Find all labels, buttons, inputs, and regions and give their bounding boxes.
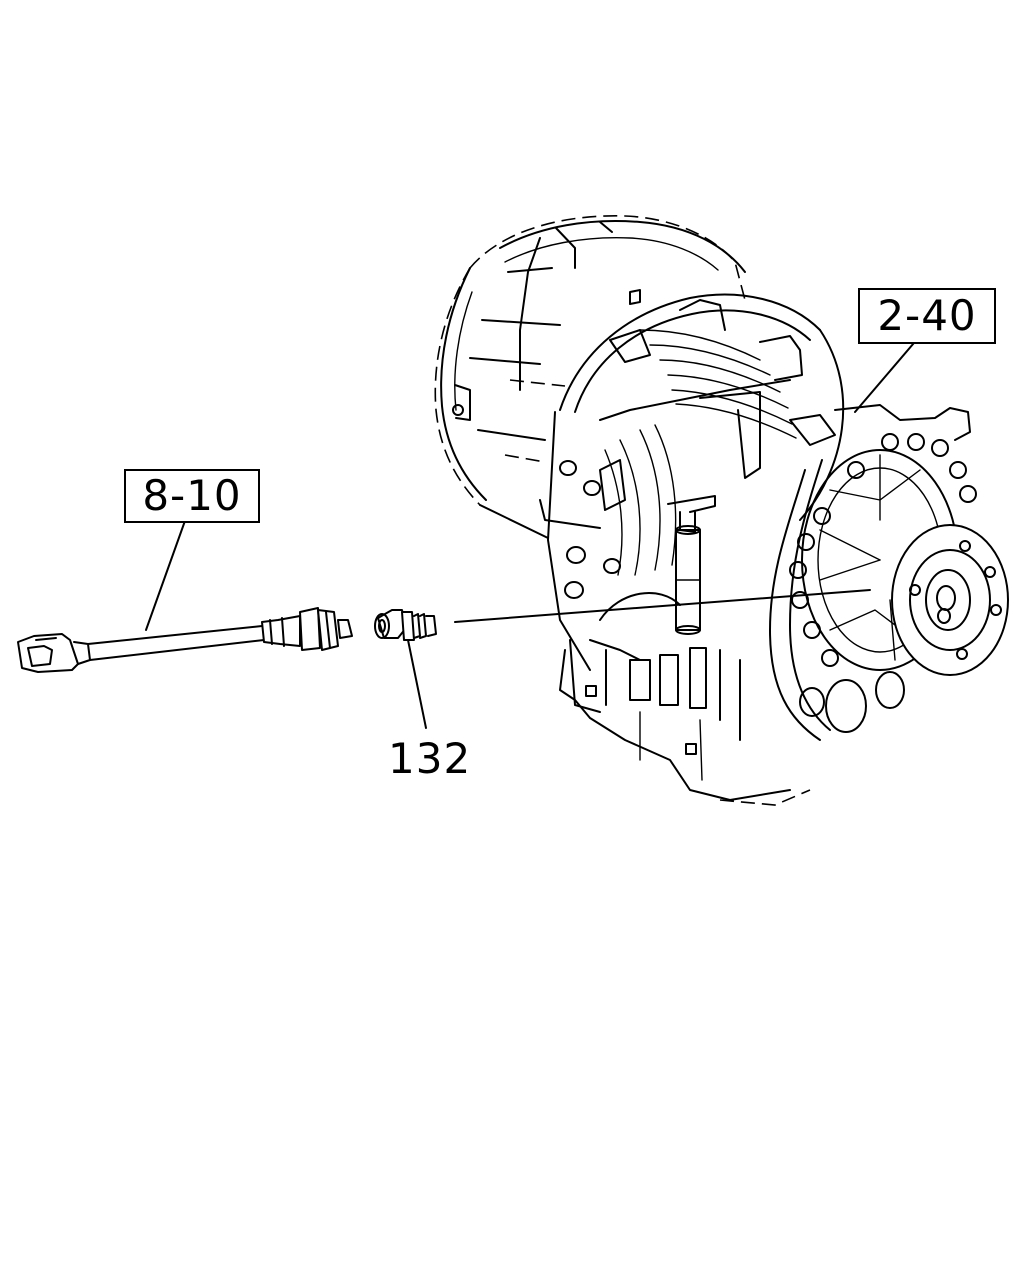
oil-pan [559,592,811,806]
callout-sensor[interactable]: 132 [388,734,472,783]
callout-transmission[interactable]: 2-40 [858,288,996,344]
transmission-assembly [434,215,1009,806]
speed-sensor-harness [17,607,353,673]
main-case [539,293,971,671]
dipstick-tube [667,495,716,635]
leader-line-sensor [407,639,427,729]
output-flange [769,433,1009,741]
bell-housing [434,215,746,539]
case-bolts [559,460,621,599]
speed-sensor [374,589,871,641]
leader-line-harness [145,517,187,631]
callout-harness[interactable]: 8-10 [124,469,260,523]
